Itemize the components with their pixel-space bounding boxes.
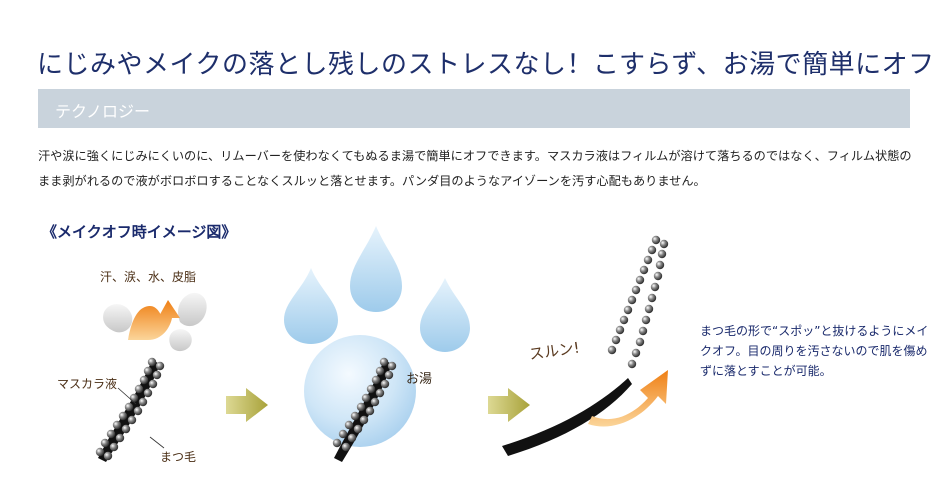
smoke-left — [103, 304, 133, 333]
orange-up-arrow-icon — [128, 300, 180, 340]
water-drop-top-icon — [350, 226, 402, 312]
body-paragraph: 汗や涙に強くにじみにくいのに、リムーバーを使わなくてもぬるま湯で簡単にオフできま… — [38, 149, 912, 188]
figure-title: 《メイクオフ時イメージ図》 — [42, 223, 237, 241]
page-headline: にじみやメイクの落とし残しのストレスなし！こすらず、お湯で簡単にオフ — [37, 50, 935, 80]
step-arrow-2-icon — [488, 388, 530, 422]
water-scene — [284, 226, 470, 462]
figure-description: まつ毛の形で“スポッ”と抜けるようにメイクオフ。目の周りを汚さないので肌を傷めず… — [700, 324, 929, 378]
section-header: テクノロジー — [38, 89, 910, 128]
slide-off-scene — [502, 370, 668, 456]
label-repel: 汗、涙、水、皮脂 — [100, 270, 197, 284]
smoke-right — [178, 292, 207, 327]
lash-beads-2 — [332, 357, 397, 452]
label-mascara: マスカラ液 — [57, 377, 118, 391]
smoke-bottom — [169, 329, 192, 352]
section-title: テクノロジー — [55, 102, 151, 121]
label-lash: まつ毛 — [160, 450, 197, 464]
water-drop-right-icon — [420, 278, 470, 352]
lash-beads-3 — [607, 235, 669, 369]
lash-beads-1 — [95, 357, 165, 461]
leader-line-mascara — [117, 387, 137, 405]
mascara-film-3 — [502, 378, 632, 456]
step-arrow-1-icon — [226, 388, 268, 422]
label-water: お湯 — [406, 372, 433, 387]
orange-curve-arrow-icon — [588, 370, 668, 427]
water-drop-left-icon — [284, 268, 338, 344]
leader-line-lash — [149, 436, 165, 449]
